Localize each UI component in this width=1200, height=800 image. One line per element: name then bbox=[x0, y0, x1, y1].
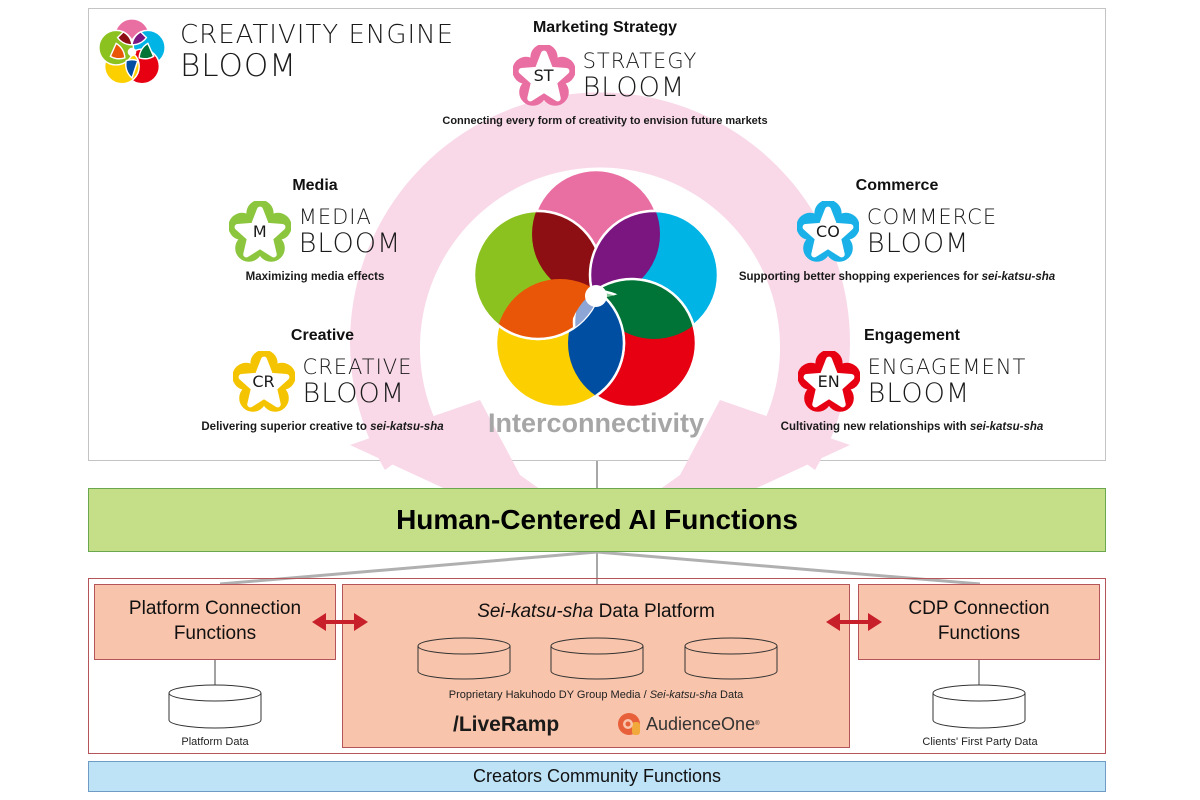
sdp-title: Sei-katsu-sha Data Platform bbox=[477, 601, 715, 622]
audienceone-logo: AudienceOne® bbox=[617, 712, 760, 736]
brand-wordmark: CREATIVITY ENGINE BLOOM bbox=[180, 22, 454, 82]
audienceone-name: AudienceOne bbox=[646, 713, 756, 734]
interconnectivity-venn-diagram bbox=[472, 168, 720, 409]
creative-flower-icon: CR bbox=[232, 351, 295, 413]
strategy-category: Marketing Strategy bbox=[532, 19, 678, 36]
creative-description: Delivering superior creative to sei-kats… bbox=[201, 421, 444, 433]
media-category: Media bbox=[292, 177, 338, 194]
venn-center bbox=[585, 285, 607, 307]
sdp-database-icon-3 bbox=[684, 637, 778, 680]
creative-category: Creative bbox=[290, 327, 355, 344]
engagement-category: Engagement bbox=[863, 327, 960, 344]
commerce-name2: BLOOM bbox=[866, 228, 970, 259]
engagement-description: Cultivating new relationships with sei-k… bbox=[780, 421, 1044, 433]
brand-line2: BLOOM bbox=[180, 48, 298, 84]
creativity-engine-bloom-brand: CREATIVITY ENGINE BLOOM bbox=[96, 16, 476, 92]
clients-first-party-data-label: Clients' First Party Data bbox=[922, 736, 1038, 748]
engagement-name1: ENGAGEMENT bbox=[867, 355, 1027, 379]
commerce-flower-icon: CO bbox=[796, 201, 859, 263]
data-layer-frame bbox=[88, 578, 1106, 754]
venn-inner-periwinkle bbox=[572, 279, 602, 339]
sei-katsu-sha-data-platform-box: Sei-katsu-sha Data Platform Proprietary … bbox=[342, 584, 850, 748]
sdp-database-icon-1 bbox=[417, 637, 511, 680]
media-flower-icon: M bbox=[228, 201, 291, 263]
commerce-description: Supporting better shopping experiences f… bbox=[738, 271, 1056, 283]
audienceone-mark-icon bbox=[618, 713, 640, 735]
strategy-name2: BLOOM bbox=[582, 72, 686, 103]
engagement-flower-icon: EN bbox=[797, 351, 860, 413]
commerce-category: Commerce bbox=[855, 177, 939, 194]
strategy-flower-icon: ST bbox=[512, 45, 575, 107]
media-name2: BLOOM bbox=[298, 228, 402, 259]
platform-data-database-icon bbox=[168, 684, 262, 729]
strategy-name1: STRATEGY bbox=[582, 49, 698, 73]
engagement-name2: BLOOM bbox=[867, 378, 971, 409]
ai-bar-label: Human-Centered AI Functions bbox=[396, 504, 798, 535]
sdp-caption: Proprietary Hakuhodo DY Group Media / Se… bbox=[448, 689, 744, 701]
creative-name1: CREATIVE bbox=[302, 355, 413, 379]
creators-bar-label: Creators Community Functions bbox=[472, 766, 722, 786]
clients-first-party-database-icon bbox=[932, 684, 1026, 729]
brand-line1: CREATIVITY ENGINE bbox=[180, 20, 455, 50]
media-description: Maximizing media effects bbox=[245, 271, 385, 283]
creative-name2: BLOOM bbox=[302, 378, 406, 409]
commerce-name1: COMMERCE bbox=[866, 205, 998, 229]
sdp-database-icon-2 bbox=[550, 637, 644, 680]
strategy-description: Connecting every form of creativity to e… bbox=[442, 115, 768, 127]
liveramp-logo: /LiveRamp bbox=[453, 713, 560, 736]
bloom-brand-logo-icon bbox=[98, 18, 166, 85]
media-name1: MEDIA bbox=[298, 205, 372, 229]
creators-community-functions-bar: Creators Community Functions bbox=[88, 761, 1106, 792]
human-centered-ai-functions-bar: Human-Centered AI Functions bbox=[88, 488, 1106, 552]
interconnectivity-label: Interconnectivity bbox=[487, 408, 705, 438]
platform-data-label: Platform Data bbox=[181, 736, 249, 748]
